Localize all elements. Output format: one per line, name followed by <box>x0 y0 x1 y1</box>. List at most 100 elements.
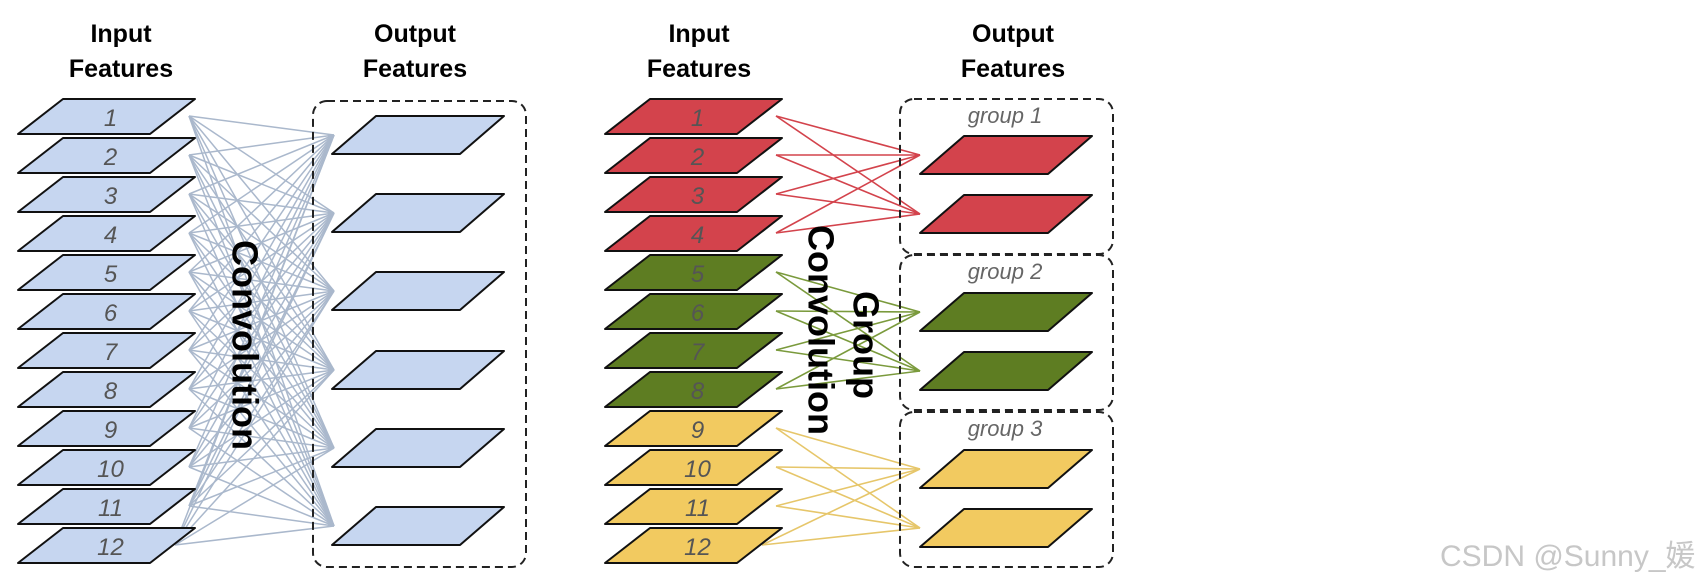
input-feature-number: 12 <box>97 534 124 561</box>
feature-map-shape <box>604 137 783 174</box>
right-output-heading-line1: Output <box>972 20 1055 48</box>
connection-line <box>174 212 335 546</box>
feature-map-shape <box>17 137 196 174</box>
left-input-feature: 1 <box>17 98 196 135</box>
connection-line <box>188 134 335 468</box>
input-feature-number: 6 <box>691 300 705 327</box>
group-output-feature <box>919 292 1093 332</box>
left-input-feature: 2 <box>17 137 196 174</box>
feature-map-shape <box>17 449 196 486</box>
right-input-heading-line1: Input <box>668 20 730 48</box>
group-connection-line <box>775 154 921 215</box>
connection-line <box>188 134 335 429</box>
connection-line <box>174 134 335 546</box>
left-input-feature: 3 <box>17 176 196 213</box>
right-input-heading-line2: Features <box>647 55 751 83</box>
feature-map-shape <box>604 176 783 213</box>
convolution-label: Convolution <box>224 240 265 450</box>
group-connection-line <box>775 349 921 372</box>
group-connection-line <box>775 115 921 156</box>
feature-map-shape <box>604 254 783 291</box>
left-input-feature: 11 <box>17 488 196 525</box>
group-connection-line <box>775 310 921 313</box>
input-feature-number: 12 <box>684 534 711 561</box>
input-feature-number: 1 <box>104 105 117 132</box>
left-output-features <box>331 115 505 546</box>
input-feature-number: 2 <box>690 144 704 171</box>
connection-line <box>188 134 335 273</box>
watermark: CSDN @Sunny_媛 <box>1440 540 1696 573</box>
left-output-box <box>312 100 527 568</box>
group-connection-line <box>775 468 921 507</box>
left-input-heading-line2: Features <box>69 55 173 83</box>
connection-line <box>188 290 335 507</box>
input-feature-number: 10 <box>97 456 124 483</box>
group-connection-line <box>775 115 921 215</box>
input-feature-number: 1 <box>691 105 704 132</box>
connection-line <box>174 369 335 546</box>
left-output-feature <box>331 115 505 155</box>
connection-line <box>188 134 335 390</box>
left-input-feature: 9 <box>17 410 196 447</box>
left-panel: Input Features Output Features 123456789… <box>17 20 527 568</box>
feature-map-shape <box>17 332 196 369</box>
group-connection-line <box>775 466 921 470</box>
group-label: group 2 <box>968 259 1043 284</box>
input-feature-number: 11 <box>685 495 710 522</box>
input-feature-number: 7 <box>691 339 706 366</box>
feature-map-shape <box>604 293 783 330</box>
group-connection-line <box>775 213 921 234</box>
feature-map-shape <box>604 215 783 252</box>
input-feature-number: 11 <box>98 495 123 522</box>
left-output-feature <box>331 271 505 311</box>
right-input-feature: 8 <box>604 371 783 408</box>
group-convolution-label-line1: Group <box>845 291 886 399</box>
feature-map-shape <box>17 176 196 213</box>
left-input-heading-line1: Input <box>90 20 152 48</box>
group-connection-line <box>775 466 921 529</box>
feature-map-shape <box>604 98 783 135</box>
connection-line <box>188 505 335 527</box>
group-connection-line <box>761 527 921 546</box>
feature-map-shape <box>17 254 196 291</box>
right-output-heading-line2: Features <box>961 55 1065 83</box>
right-input-feature: 12 <box>604 527 783 564</box>
group-connection-line <box>775 154 921 195</box>
right-input-feature: 5 <box>604 254 783 291</box>
input-feature-number: 8 <box>691 378 705 405</box>
left-input-feature: 7 <box>17 332 196 369</box>
feature-map-shape <box>17 488 196 525</box>
left-input-feature: 12 <box>17 527 196 564</box>
feature-map-shape <box>17 410 196 447</box>
left-output-feature <box>331 506 505 546</box>
right-input-feature: 10 <box>604 449 783 486</box>
connection-line <box>188 134 335 195</box>
right-input-feature: 6 <box>604 293 783 330</box>
right-input-feature: 11 <box>604 488 783 525</box>
input-feature-number: 9 <box>104 417 117 444</box>
right-input-feature: 2 <box>604 137 783 174</box>
left-output-heading-line1: Output <box>374 20 457 48</box>
group-connection-line <box>761 468 921 546</box>
connection-line <box>188 290 335 468</box>
connection-line <box>174 290 335 546</box>
feature-map-shape <box>17 98 196 135</box>
feature-map-shape <box>604 371 783 408</box>
right-input-feature: 4 <box>604 215 783 252</box>
left-output-feature <box>331 193 505 233</box>
feature-map-shape <box>604 449 783 486</box>
left-connection-lines <box>174 115 335 546</box>
group-label: group 1 <box>968 103 1043 128</box>
group-convolution-label-line2: Convolution <box>800 225 841 435</box>
group-label: group 3 <box>968 416 1043 441</box>
group-box <box>899 254 1114 411</box>
group-output-feature <box>919 351 1093 391</box>
group-output-feature <box>919 449 1093 489</box>
connection-line <box>188 134 335 312</box>
right-output-features <box>919 135 1093 548</box>
connection-line <box>188 134 335 351</box>
group-box <box>899 411 1114 568</box>
input-feature-number: 6 <box>104 300 118 327</box>
